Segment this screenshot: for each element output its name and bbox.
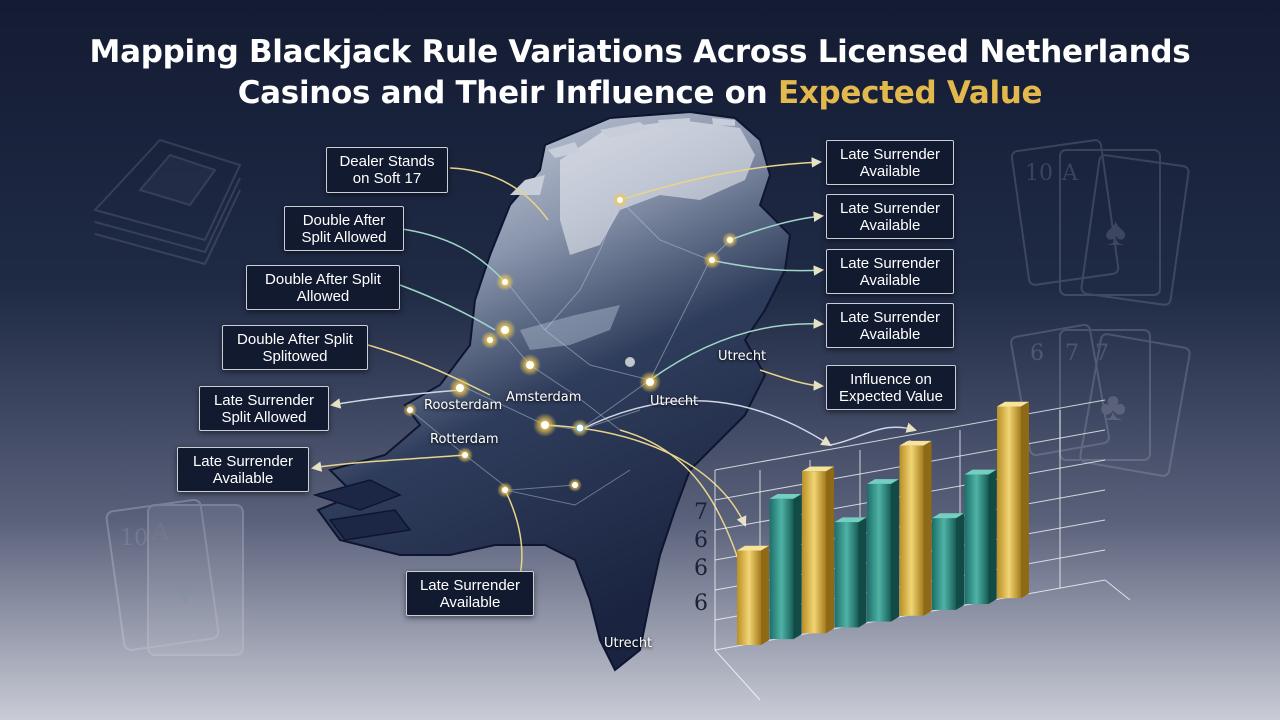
- node-16: [625, 357, 635, 367]
- node-12: [457, 447, 473, 463]
- node-5: [449, 377, 471, 399]
- node-8: [639, 371, 661, 393]
- y-tick-label: 6: [694, 528, 708, 553]
- rule-label-influence-ev: Influence on Expected Value: [826, 365, 956, 410]
- node-6: [533, 413, 557, 437]
- chart-bar: [899, 440, 932, 616]
- heart-icon: ♥: [170, 560, 200, 616]
- node-13: [497, 482, 513, 498]
- chart-bar-front: [769, 498, 794, 640]
- node-3: [481, 331, 499, 349]
- rule-label-dealer-stands: Dealer Stands on Soft 17: [326, 147, 448, 193]
- chart-bar: [802, 466, 834, 634]
- rule-label-late-surrender-r3: Late Surrender Available: [826, 249, 954, 294]
- node-4: [519, 354, 541, 376]
- netherlands-map: [312, 110, 792, 672]
- card-deck-decoration: [93, 138, 242, 266]
- title-line-2-prefix: Casinos and Their Influence on: [237, 75, 778, 111]
- chart-bar: [997, 401, 1029, 599]
- rule-label-double-after-split-1: Double After Split Allowed: [284, 206, 404, 251]
- card-rank-7b: 7: [1095, 341, 1109, 366]
- rule-label-late-surrender-r4: Late Surrender Available: [826, 303, 954, 348]
- chart-bar-side: [956, 513, 964, 610]
- chart-bar-side: [988, 469, 997, 605]
- page-title: Mapping Blackjack Rule Variations Across…: [0, 32, 1280, 114]
- rule-label-late-surrender-left: Late Surrender Available: [177, 447, 309, 492]
- city-label-utrecht-east: Utrecht: [718, 349, 767, 364]
- rule-label-late-surrender-r1: Late Surrender Available: [826, 140, 954, 185]
- ev-bar-chart: [714, 399, 1131, 701]
- card-rank-10-top: 10: [1025, 161, 1053, 186]
- chart-bar-top: [769, 493, 802, 499]
- rule-label-double-after-split-3: Double After Split Splitowed: [222, 325, 368, 370]
- chart-bar-side: [1021, 401, 1029, 599]
- chart-bar-front: [834, 522, 859, 628]
- city-label-amsterdam: Amsterdam: [506, 390, 582, 405]
- card-rank-6: 6: [1030, 341, 1044, 366]
- chart-bar-top: [964, 469, 997, 475]
- chart-bar-front: [737, 550, 761, 645]
- chart-bar: [769, 493, 802, 640]
- club-icon: ♣: [1100, 385, 1126, 429]
- chart-bar-side: [761, 545, 769, 645]
- node-15: [403, 403, 417, 417]
- chart-bar-front: [899, 445, 924, 616]
- chart-bar-top: [834, 517, 867, 523]
- chart-bar-top: [802, 466, 834, 472]
- chart-bar: [932, 513, 964, 610]
- chart-bar-side: [923, 440, 932, 616]
- rule-label-double-after-split-2: Double After Split Allowed: [246, 265, 400, 310]
- node-7: [571, 419, 589, 437]
- map-nodes: [403, 192, 738, 498]
- chart-bar: [834, 517, 867, 628]
- card-rank-a-bottom: A: [151, 518, 170, 546]
- chart-bar-top: [867, 479, 899, 484]
- city-label-rotterdam: Rotterdam: [430, 432, 499, 447]
- chart-bars: [737, 401, 1029, 645]
- playing-cards-bottom-left: 10 A ♥: [105, 498, 244, 656]
- chart-bar-front: [997, 406, 1021, 599]
- node-11: [703, 251, 721, 269]
- node-10: [722, 232, 738, 248]
- chart-bar-front: [867, 483, 891, 622]
- rule-label-late-surrender-r2: Late Surrender Available: [826, 194, 954, 239]
- y-tick-label: 7: [694, 500, 708, 525]
- node-1: [496, 273, 514, 291]
- city-label-utrecht-center: Utrecht: [650, 394, 699, 409]
- node-9: [612, 192, 628, 208]
- chart-bar-side: [826, 466, 834, 634]
- chart-bar-top: [737, 545, 769, 551]
- spade-icon: ♠: [1105, 210, 1126, 254]
- node-2: [494, 319, 516, 341]
- city-label-utrecht-south: Utrecht: [604, 636, 653, 651]
- title-line-1: Mapping Blackjack Rule Variations Across…: [89, 34, 1191, 70]
- node-14: [568, 478, 582, 492]
- playing-cards-mid-right: 6 7 7 ♣: [1010, 323, 1191, 477]
- rule-label-late-surrender-split: Late Surrender Split Allowed: [199, 386, 329, 431]
- y-tick-label: 6: [694, 556, 708, 581]
- chart-bar: [867, 479, 899, 622]
- chart-bar-side: [793, 493, 802, 640]
- title-line-2: Casinos and Their Influence on Expected …: [0, 73, 1280, 114]
- y-tick-label: 6: [694, 591, 708, 616]
- chart-bar-side: [858, 517, 867, 628]
- city-label-roosterdam: Roosterdam: [424, 398, 503, 413]
- title-accent: Expected Value: [777, 75, 1043, 111]
- chart-bar-front: [932, 518, 956, 610]
- playing-cards-top-right: 10 A ♠: [1010, 139, 1190, 306]
- chart-bar-front: [964, 474, 989, 605]
- chart-bar-top: [899, 440, 932, 446]
- rule-label-late-surrender-bottom: Late Surrender Available: [406, 571, 534, 616]
- chart-bar: [737, 545, 769, 645]
- chart-bar-top: [997, 401, 1029, 407]
- chart-bar-top: [932, 513, 964, 519]
- chart-bar-front: [802, 471, 826, 634]
- card-rank-7a: 7: [1065, 341, 1079, 366]
- card-rank-a-top: A: [1061, 161, 1079, 186]
- card-rank-10-bottom: 10: [120, 526, 148, 551]
- connector-lines: [310, 157, 918, 583]
- chart-bar: [964, 469, 997, 605]
- chart-bar-side: [891, 479, 899, 622]
